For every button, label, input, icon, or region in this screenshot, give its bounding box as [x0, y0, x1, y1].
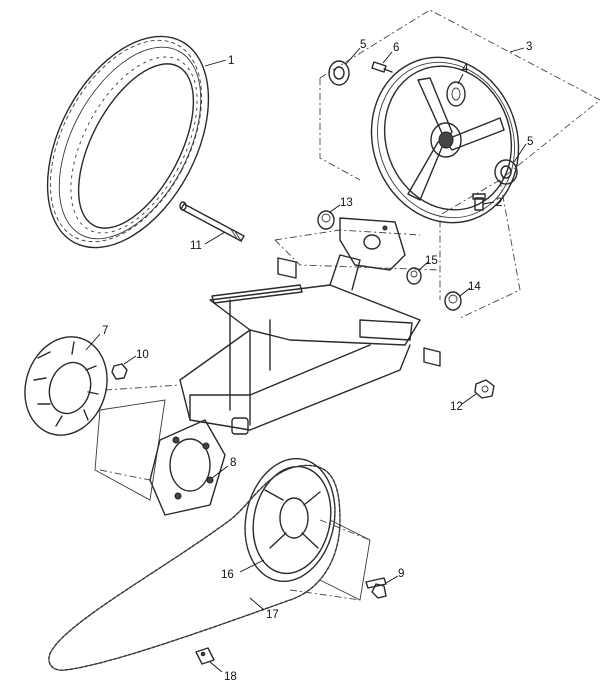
drive-chain: [48, 464, 341, 671]
bearing: [446, 81, 466, 107]
collar-mid: [406, 267, 422, 285]
callout-5-right: 5: [527, 136, 533, 148]
callout-14: 14: [468, 281, 481, 293]
rear-sprocket: [244, 457, 371, 601]
callout-2: 2: [496, 197, 502, 209]
sprocket-hub: [94, 399, 226, 516]
callout-3: 3: [526, 41, 532, 53]
callout-12: 12: [450, 401, 463, 413]
callout-8: 8: [230, 457, 236, 469]
callout-17: 17: [266, 609, 279, 621]
nut-left: [111, 363, 128, 380]
adjuster-plate: [339, 217, 406, 271]
callout-5-top: 5: [360, 39, 366, 51]
sprocket-bolt: [365, 577, 387, 599]
callout-4: 4: [462, 63, 469, 75]
sprocket-damper: [24, 336, 108, 436]
axle-clamps: [277, 257, 441, 367]
assembly-guide-lines: [99, 9, 600, 601]
callout-6: 6: [393, 42, 399, 54]
wheel-bolt: [472, 193, 486, 211]
leader-lines: [85, 47, 527, 673]
valve: [371, 61, 393, 73]
collar-right: [444, 291, 462, 311]
seal-right: [494, 159, 518, 185]
callouts: 1 2 3 4 5 5 6 7 8 9 10 11 12 13 14 15 16…: [102, 39, 533, 683]
tire: [46, 35, 210, 249]
collar-top: [317, 210, 335, 230]
callout-11: 11: [190, 240, 202, 252]
chain-joint: [195, 647, 215, 665]
axle: [179, 201, 245, 243]
swingarm: [179, 254, 421, 435]
rear-wheel: [370, 56, 520, 224]
callout-10: 10: [136, 349, 149, 361]
callout-15: 15: [425, 255, 438, 267]
axle-nut: [474, 379, 495, 399]
callout-1: 1: [228, 55, 234, 67]
callout-18: 18: [224, 671, 237, 683]
callout-16: 16: [221, 569, 234, 581]
seal-top: [328, 60, 350, 86]
callout-13: 13: [340, 197, 353, 209]
callout-7: 7: [102, 325, 108, 337]
callout-9: 9: [398, 568, 404, 580]
